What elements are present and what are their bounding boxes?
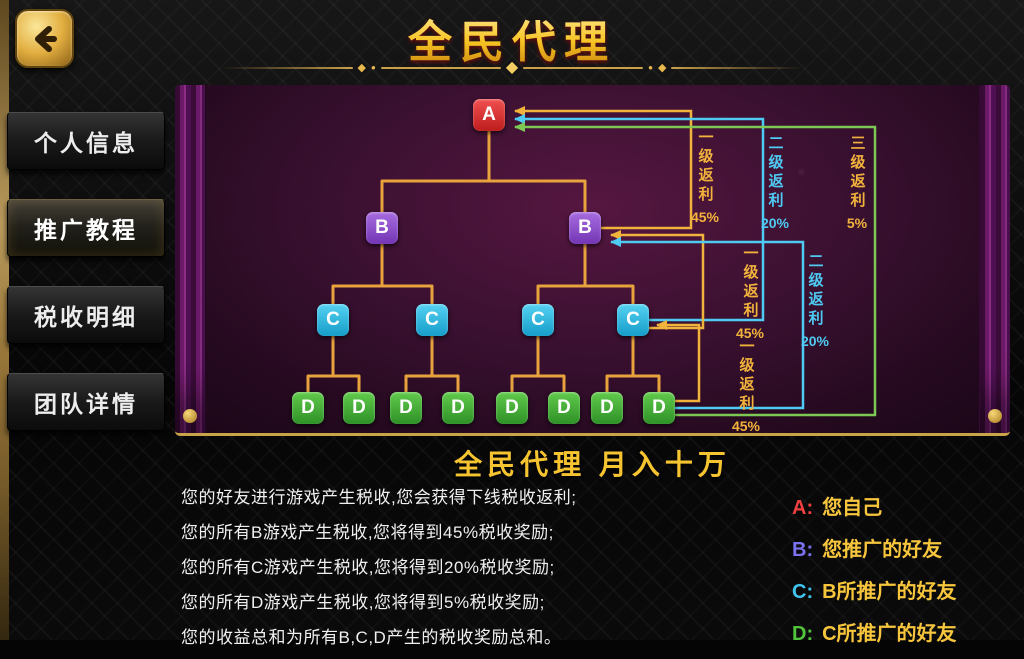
rebate-pct: 20% [800, 333, 830, 349]
back-button[interactable] [15, 9, 74, 68]
sidebar-item-promotion-tutorial[interactable]: 推广教程 [7, 199, 165, 257]
legend-text: B所推广的好友 [822, 581, 957, 603]
stage-curtain-left [175, 85, 206, 433]
rebate-pct: 45% [731, 418, 761, 434]
rebate-pct: 5% [846, 215, 868, 231]
node-D: D [643, 392, 675, 424]
rule-line: 您的收益总和为所有B,C,D产生的税收奖励总和。 [181, 628, 562, 647]
legend-letter: A: [792, 497, 814, 519]
dot-ornament-icon: ● [371, 63, 376, 72]
rebate-name: 三级返利 [848, 135, 866, 211]
legend-letter: B: [792, 539, 814, 561]
divider-line [380, 67, 501, 69]
rebate-label-d-to-c: 一级返利 45% [704, 338, 788, 434]
node-D: D [292, 392, 324, 424]
page-title: 全民代理 [0, 6, 1024, 70]
legend-row-a: A: 您自己 [792, 491, 957, 520]
rule-line: 您的好友进行游戏产生税收,您会获得下线税收返利; [181, 488, 577, 507]
node-D: D [390, 392, 422, 424]
node-A: A [473, 99, 505, 131]
rebate-pct: 45% [735, 325, 765, 341]
rebate-name: 二级返利 [766, 135, 784, 211]
left-gold-strip [0, 0, 9, 640]
rule-line: 您的所有D游戏产生税收,您将得到5%税收奖励; [181, 593, 545, 612]
node-D: D [548, 392, 580, 424]
node-D: D [442, 392, 474, 424]
rebate-name: 一级返利 [737, 338, 755, 414]
divider-line [671, 67, 802, 69]
back-icon [34, 25, 57, 52]
sidebar: 个人信息 推广教程 税收明细 团队详情 [7, 112, 165, 460]
legend-text: C所推广的好友 [822, 623, 957, 645]
divider-line [222, 67, 353, 69]
node-C: C [317, 304, 349, 336]
rebate-label-d-to-a: 三级返利 5% [815, 135, 899, 231]
sidebar-item-personal-info[interactable]: 个人信息 [7, 112, 165, 170]
node-C: C [416, 304, 448, 336]
legend-row-c: C: B所推广的好友 [792, 575, 957, 604]
rebate-label-b-to-a: 一级返利 45% [663, 129, 747, 225]
node-D: D [343, 392, 375, 424]
slogan-banner: 全民代理 月入十万 [454, 449, 731, 480]
agent-tree-stage: A B B C C C C D D D D D D D D 一级返利 45% 二… [175, 85, 1010, 436]
node-C: C [522, 304, 554, 336]
legend-text: 您推广的好友 [822, 539, 943, 561]
curtain-tassel-icon [988, 409, 1002, 423]
diamond-ornament-icon: ◆ [658, 61, 667, 74]
legend-letter: D: [792, 623, 814, 645]
rules-description: 您的好友进行游戏产生税收,您会获得下线税收返利; 您的所有B游戏产生税收,您将得… [181, 483, 781, 658]
rebate-pct: 45% [690, 209, 720, 225]
diamond-ornament-icon: ◆ [357, 61, 366, 74]
rule-line: 您的所有B游戏产生税收,您将得到45%税收奖励; [181, 523, 554, 542]
node-B: B [366, 212, 398, 244]
node-B: B [569, 212, 601, 244]
legend-row-b: B: 您推广的好友 [792, 533, 957, 562]
rebate-label-c-to-b: 一级返利 45% [708, 245, 792, 341]
stage-curtain-right [979, 85, 1010, 433]
divider-line [523, 67, 644, 69]
diamond-ornament-icon: ◆ [505, 59, 519, 76]
title-divider: ◆ ● ◆ ● ◆ [222, 60, 802, 76]
rebate-pct: 20% [760, 215, 790, 231]
rebate-label-c-to-a: 二级返利 20% [733, 135, 817, 231]
rebate-name: 一级返利 [696, 129, 714, 205]
rule-line: 您的所有C游戏产生税收,您将得到20%税收奖励; [181, 558, 555, 577]
rebate-label-d-to-b: 二级返利 20% [773, 253, 857, 349]
node-D: D [591, 392, 623, 424]
role-legend: A: 您自己 B: 您推广的好友 C: B所推广的好友 D: C所推广的好友 [792, 491, 957, 659]
legend-row-d: D: C所推广的好友 [792, 617, 957, 646]
legend-text: 您自己 [822, 497, 883, 519]
node-D: D [496, 392, 528, 424]
sidebar-item-team-details[interactable]: 团队详情 [7, 373, 165, 431]
rebate-name: 一级返利 [741, 245, 759, 321]
rebate-name: 二级返利 [806, 253, 824, 329]
node-C: C [617, 304, 649, 336]
legend-letter: C: [792, 581, 814, 603]
curtain-tassel-icon [183, 409, 197, 423]
dot-ornament-icon: ● [648, 63, 653, 72]
sidebar-item-tax-details[interactable]: 税收明细 [7, 286, 165, 344]
